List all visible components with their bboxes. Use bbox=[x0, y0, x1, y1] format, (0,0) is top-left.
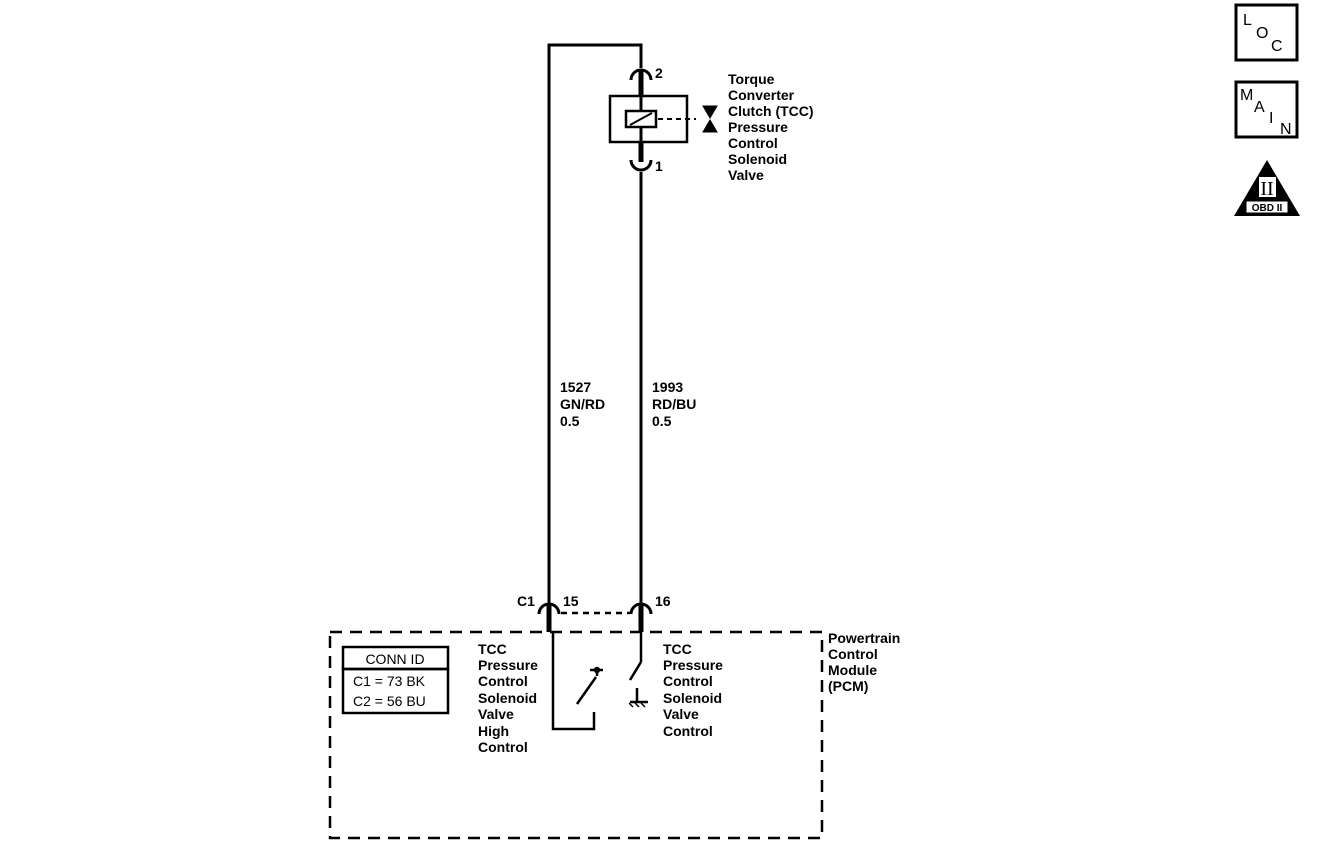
wire-1527-label: 1527 GN/RD 0.5 bbox=[560, 379, 609, 429]
pin-2-label: 2 bbox=[655, 65, 663, 81]
connector-pin-1 bbox=[629, 142, 653, 172]
connector-c1-label: C1 bbox=[517, 593, 535, 609]
obd-ii-button[interactable]: II OBD II bbox=[1234, 160, 1300, 216]
obd-roman-numeral: II bbox=[1260, 178, 1273, 200]
wire-1993-label: 1993 RD/BU 0.5 bbox=[652, 379, 700, 429]
pin-16-label: 16 bbox=[655, 593, 671, 609]
high-control-label: TCC Pressure Control Solenoid Valve High… bbox=[478, 641, 542, 755]
low-control-label: TCC Pressure Control Solenoid Valve Cont… bbox=[663, 641, 727, 739]
main-letter-a: A bbox=[1254, 99, 1265, 116]
obd-label: OBD II bbox=[1252, 203, 1283, 214]
loc-button[interactable]: L O C bbox=[1234, 3, 1299, 62]
pin-1-label: 1 bbox=[655, 158, 663, 174]
pin-15-label: 15 bbox=[563, 593, 579, 609]
conn-id-row-c2: C2 = 56 BU bbox=[353, 693, 426, 709]
main-letter-m: M bbox=[1240, 87, 1253, 104]
pcm-name: Powertrain Control Module (PCM) bbox=[828, 630, 904, 694]
tcc-solenoid-icon bbox=[608, 94, 696, 144]
connector-pin-2 bbox=[629, 68, 653, 96]
conn-id-box: CONN ID C1 = 73 BK C2 = 56 BU bbox=[341, 645, 450, 715]
wire-1527 bbox=[547, 43, 643, 605]
solenoid-name: Torque Converter Clutch (TCC) Pressure C… bbox=[728, 71, 817, 183]
pcm-module-box bbox=[328, 630, 824, 840]
main-button[interactable]: M A I N bbox=[1234, 80, 1299, 139]
loc-letter-c: C bbox=[1271, 38, 1283, 55]
high-control-switch-icon bbox=[551, 632, 603, 731]
loc-letter-o: O bbox=[1256, 25, 1268, 42]
loc-letter-l: L bbox=[1243, 12, 1252, 29]
pcm-connector-c1 bbox=[537, 602, 653, 632]
main-letter-n: N bbox=[1280, 121, 1292, 138]
conn-id-row-c1: C1 = 73 BK bbox=[353, 673, 426, 689]
conn-id-title: CONN ID bbox=[365, 651, 424, 667]
valve-icon bbox=[702, 105, 718, 133]
main-letter-i: I bbox=[1269, 110, 1273, 127]
low-control-switch-icon bbox=[628, 632, 648, 708]
